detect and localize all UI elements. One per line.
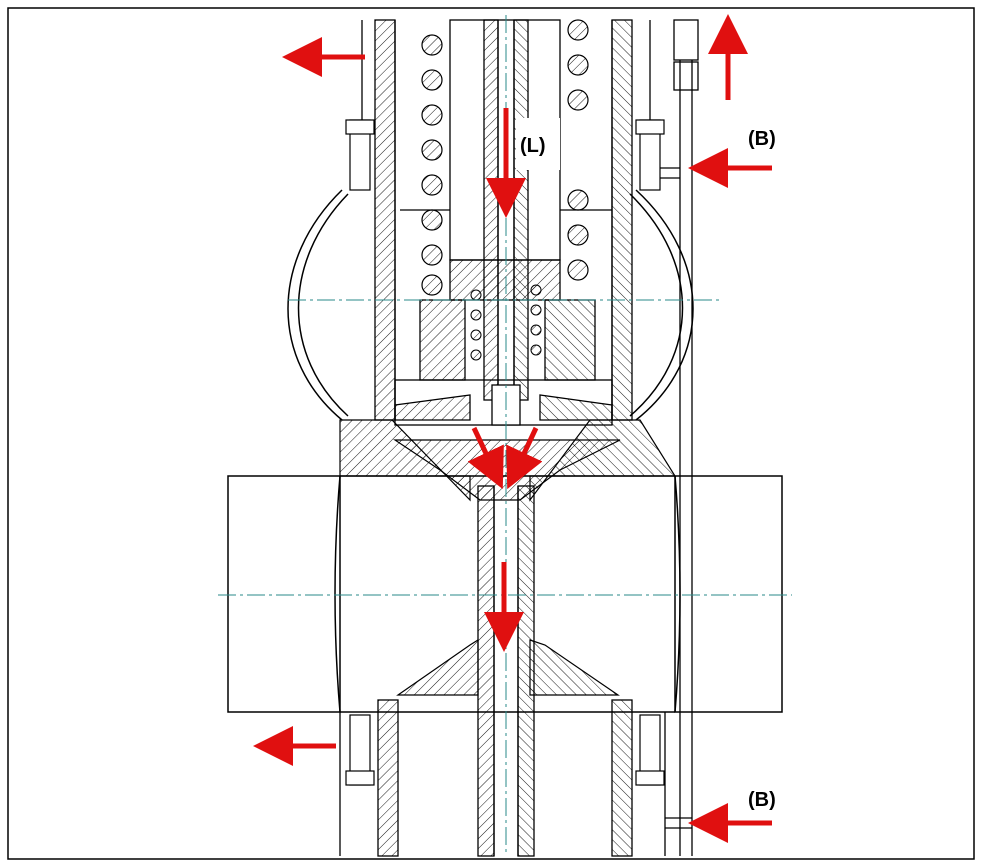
- barrier-label-bottom: (B): [748, 789, 776, 811]
- lower-cone-right: [529, 639, 620, 696]
- flow-arrows: [253, 14, 772, 843]
- arrow-seat-left: [467, 426, 504, 490]
- drawing-frame: [7, 7, 975, 860]
- leakage-label-bg: [516, 118, 560, 170]
- lower-cone: [396, 638, 479, 696]
- leakage-label: (L): [520, 135, 546, 157]
- valve-stem-lower: [477, 485, 535, 857]
- bolts: [345, 119, 665, 786]
- barrier-label-top: (B): [748, 128, 776, 150]
- arrow-seat-right: [506, 426, 543, 490]
- upper-housing: [374, 19, 633, 426]
- side-tubes: [361, 19, 699, 856]
- upper-dome: [287, 189, 694, 421]
- lower-housing: [339, 699, 666, 857]
- spring-coils: [421, 19, 589, 296]
- inner-spring: [470, 284, 542, 361]
